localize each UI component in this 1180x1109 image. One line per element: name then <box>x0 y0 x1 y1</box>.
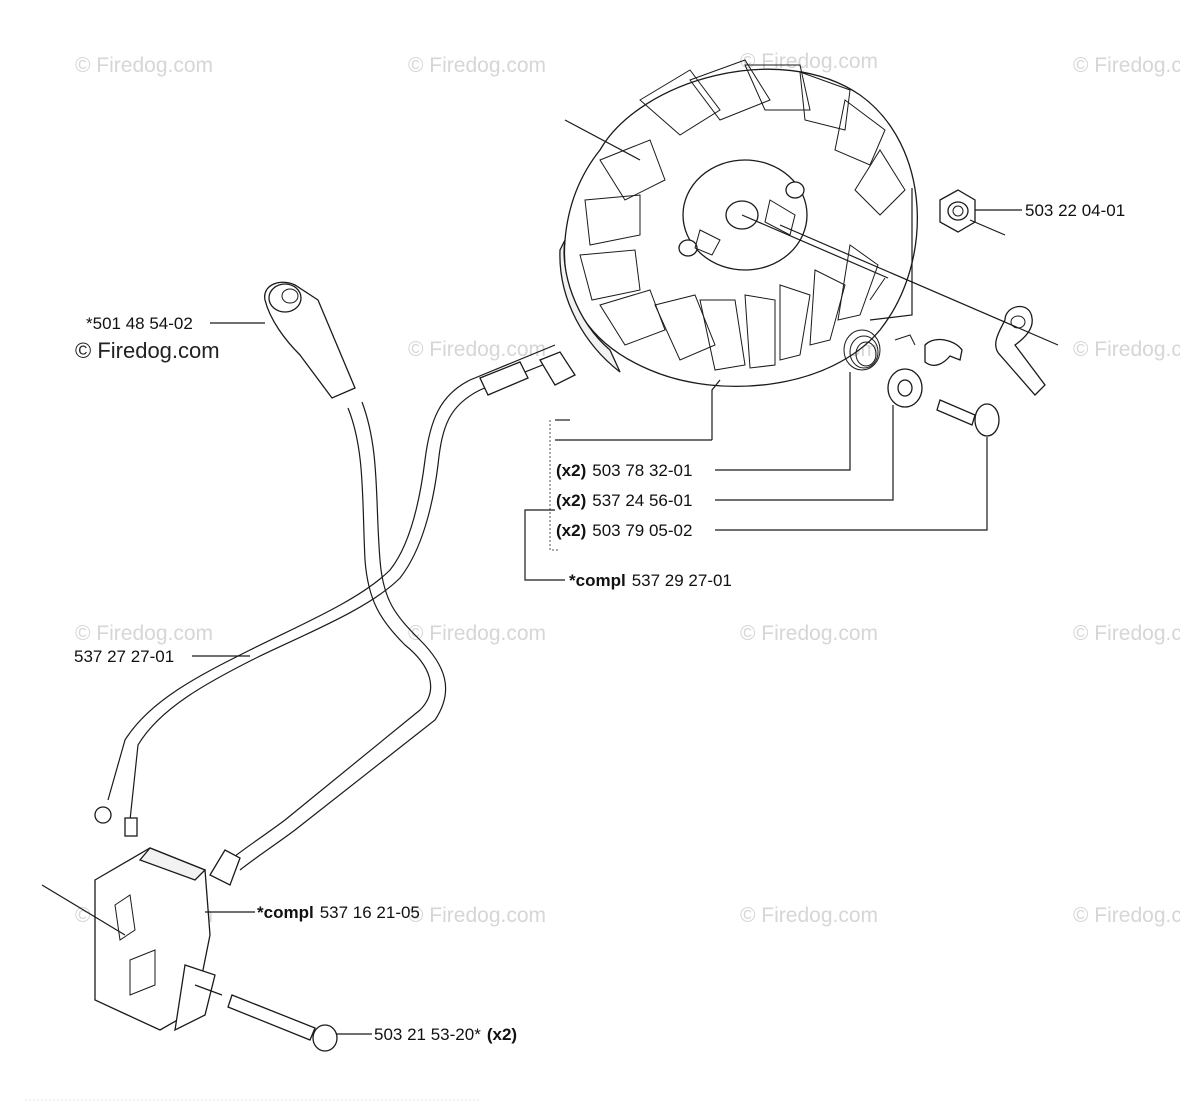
qty: (x2) <box>556 521 586 540</box>
part-number: 537 29 27-01 <box>632 571 732 590</box>
nut <box>939 189 976 233</box>
label-washer-row: (x2) 537 24 56-01 <box>556 491 692 510</box>
watermark: © Firedog.com <box>75 54 213 77</box>
ignition-module <box>94 847 241 1032</box>
watermark: © Firedog.com <box>408 338 546 361</box>
qty: (x2) <box>487 1025 517 1044</box>
watermark: © Firedog.com <box>740 50 878 73</box>
label-module-compl: *compl 537 16 21-05 <box>257 903 420 922</box>
label-nut: 503 22 04-01 <box>1025 201 1125 220</box>
watermark: © Firedog.com <box>408 622 546 645</box>
ignition-cables <box>94 344 576 871</box>
watermark: © Firedog.com <box>1073 904 1180 927</box>
part-labels: 503 22 04-01 *501 48 54-02 (x2) 503 78 32… <box>74 201 1125 1044</box>
watermark: © Firedog.com <box>408 54 546 77</box>
watermark-dark: © Firedog.com <box>75 338 220 363</box>
watermark: © Firedog.com <box>1073 622 1180 645</box>
pawl <box>924 338 963 366</box>
spring <box>843 277 916 371</box>
part-number: 503 21 53-20* <box>374 1025 481 1044</box>
compl-prefix: *compl <box>257 903 314 922</box>
qty: (x2) <box>556 491 586 510</box>
watermark: © Firedog.com <box>1073 338 1180 361</box>
label-spark-cap: *501 48 54-02 <box>86 314 193 333</box>
washer <box>887 368 923 408</box>
screw <box>227 994 338 1052</box>
label-screw: 503 21 53-20* (x2) <box>374 1025 517 1044</box>
watermarks: © Firedog.com © Firedog.com © Firedog.co… <box>75 50 1180 927</box>
watermark: © Firedog.com <box>75 622 213 645</box>
part-number: 537 24 56-01 <box>592 491 692 510</box>
watermark: © Firedog.com <box>740 622 878 645</box>
part-number: 503 79 05-02 <box>592 521 692 540</box>
leader-lines <box>41 119 1059 1035</box>
watermark: © Firedog.com <box>408 904 546 927</box>
pawl-lever <box>995 305 1046 396</box>
watermark: © Firedog.com <box>740 904 878 927</box>
compl-prefix: *compl <box>569 571 626 590</box>
flywheel <box>559 59 918 388</box>
qty: (x2) <box>556 461 586 480</box>
part-number: 503 78 32-01 <box>592 461 692 480</box>
label-spring-row: (x2) 503 78 32-01 <box>556 461 692 480</box>
spark-plug-cap <box>264 281 356 399</box>
part-number: 537 16 21-05 <box>320 903 420 922</box>
watermark: © Firedog.com <box>1073 54 1180 77</box>
label-pin-row: (x2) 503 79 05-02 <box>556 521 692 540</box>
label-cable: 537 27 27-01 <box>74 647 174 666</box>
label-flywheel-compl: *compl 537 29 27-01 <box>569 571 732 590</box>
pin <box>936 399 1000 437</box>
